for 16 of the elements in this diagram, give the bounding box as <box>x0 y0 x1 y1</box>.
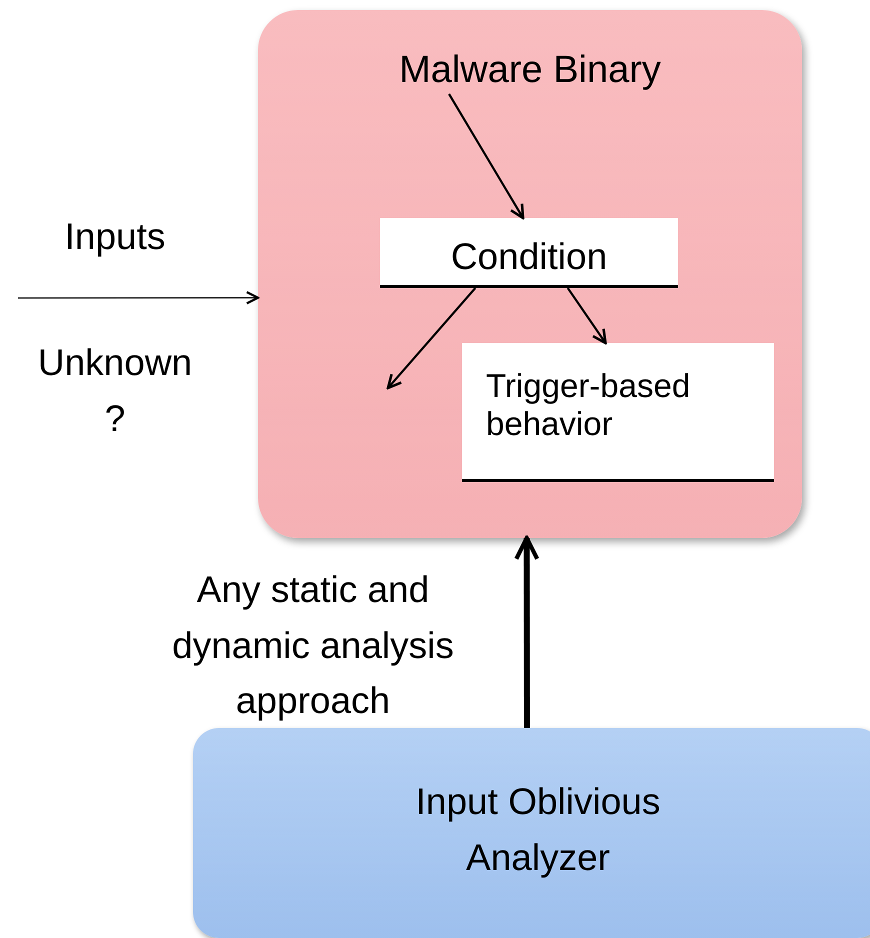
arrow <box>386 287 476 390</box>
text-label: Inputs <box>64 216 166 259</box>
box-text: Input Oblivious Analyzer <box>414 780 662 880</box>
malware-box <box>258 10 802 538</box>
text-label: Unknown ? <box>36 341 194 440</box>
box-text: Trigger-based behavior <box>486 367 692 443</box>
arrow <box>18 291 260 304</box>
edge-label: Any static and dynamic analysis approach <box>171 568 455 723</box>
box-heading: Malware Binary <box>354 48 706 94</box>
arrow <box>566 287 607 344</box>
analyzer-box <box>193 728 870 938</box>
box-text: Condition <box>450 236 608 279</box>
arrow <box>514 536 540 728</box>
condition-box <box>380 218 678 288</box>
arrow <box>448 93 524 220</box>
behavior-box <box>462 343 774 482</box>
